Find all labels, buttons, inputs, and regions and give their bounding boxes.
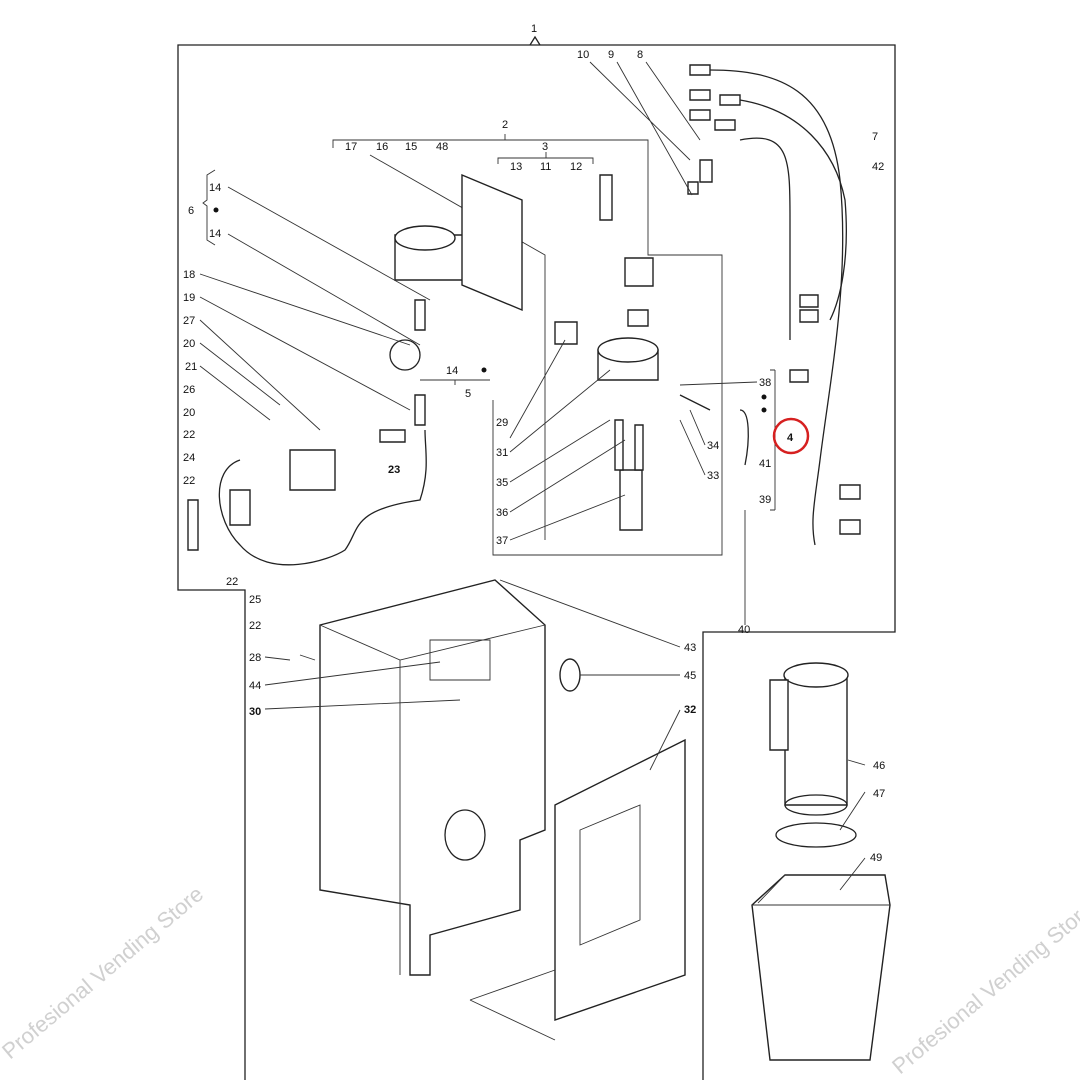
label-14: 14 [209, 182, 221, 194]
label-29: 29 [496, 417, 508, 429]
label-21: 21 [185, 361, 197, 373]
label-25: 25 [249, 594, 261, 606]
label-3: 3 [542, 141, 548, 153]
leader-lines [199, 61, 866, 891]
label-32: 32 [684, 704, 696, 716]
cabinet-frame [299, 579, 581, 976]
label-22: 22 [249, 620, 261, 632]
label-40: 40 [738, 624, 750, 636]
label-31: 31 [496, 447, 508, 459]
label-37: 37 [496, 535, 508, 547]
label-38: 38 [759, 377, 771, 389]
watermarks: Profesional Vending Store Profesional Ve… [0, 881, 1080, 1079]
label-46: 46 [873, 760, 885, 772]
highlight-circle [772, 417, 810, 455]
label-1: 1 [531, 23, 537, 35]
label-34: 34 [707, 440, 719, 452]
label-20: 20 [183, 338, 195, 350]
label-26: 26 [183, 384, 195, 396]
label-48: 48 [436, 141, 448, 153]
label-45: 45 [684, 670, 696, 682]
label-15: 15 [405, 141, 417, 153]
label-42: 42 [872, 161, 884, 173]
label-33: 33 [707, 470, 719, 482]
label-27: 27 [183, 315, 195, 327]
label-4-highlighted: 4 [787, 432, 794, 444]
label-8: 8 [637, 49, 643, 61]
watermark: Profesional Vending Store [0, 881, 208, 1064]
label-39: 39 [759, 494, 771, 506]
group-bracket-2 [332, 134, 649, 148]
label-10: 10 [577, 49, 589, 61]
label-17: 17 [345, 141, 357, 153]
waste-container [751, 662, 891, 1061]
label-6: 6 [188, 205, 194, 217]
part-labels: 1 10 9 8 7 42 2 3 17 16 15 48 13 11 12 6… [183, 23, 885, 864]
label-19: 19 [183, 292, 195, 304]
label-7: 7 [872, 131, 878, 143]
label-13: 13 [510, 161, 522, 173]
label-47: 47 [873, 788, 885, 800]
label-44: 44 [249, 680, 261, 692]
label-9: 9 [608, 49, 614, 61]
label-18: 18 [183, 269, 195, 281]
label-28: 28 [249, 652, 261, 664]
label-36: 36 [496, 507, 508, 519]
label-23: 23 [388, 464, 400, 476]
wiring-harness [687, 64, 861, 546]
watermark: Profesional Vending Store [887, 896, 1080, 1079]
label-35: 35 [496, 477, 508, 489]
valve-and-hoses [187, 299, 427, 566]
label-22: 22 [183, 475, 195, 487]
assembly-frame [177, 44, 896, 1080]
label-14: 14 [446, 365, 458, 377]
boiler-assembly [394, 173, 749, 531]
label-24: 24 [183, 452, 195, 464]
label-22: 22 [226, 576, 238, 588]
label-30: 30 [249, 706, 261, 718]
label-2: 2 [502, 119, 508, 131]
label-20: 20 [183, 407, 195, 419]
label-43: 43 [684, 642, 696, 654]
label-16: 16 [376, 141, 388, 153]
label-14: 14 [209, 228, 221, 240]
label-49: 49 [870, 852, 882, 864]
label-5: 5 [465, 388, 471, 400]
label-22: 22 [183, 429, 195, 441]
back-panel [554, 738, 686, 1021]
heater-group-box [369, 148, 723, 556]
label-12: 12 [570, 161, 582, 173]
label-41: 41 [759, 458, 771, 470]
label-11: 11 [540, 161, 551, 173]
